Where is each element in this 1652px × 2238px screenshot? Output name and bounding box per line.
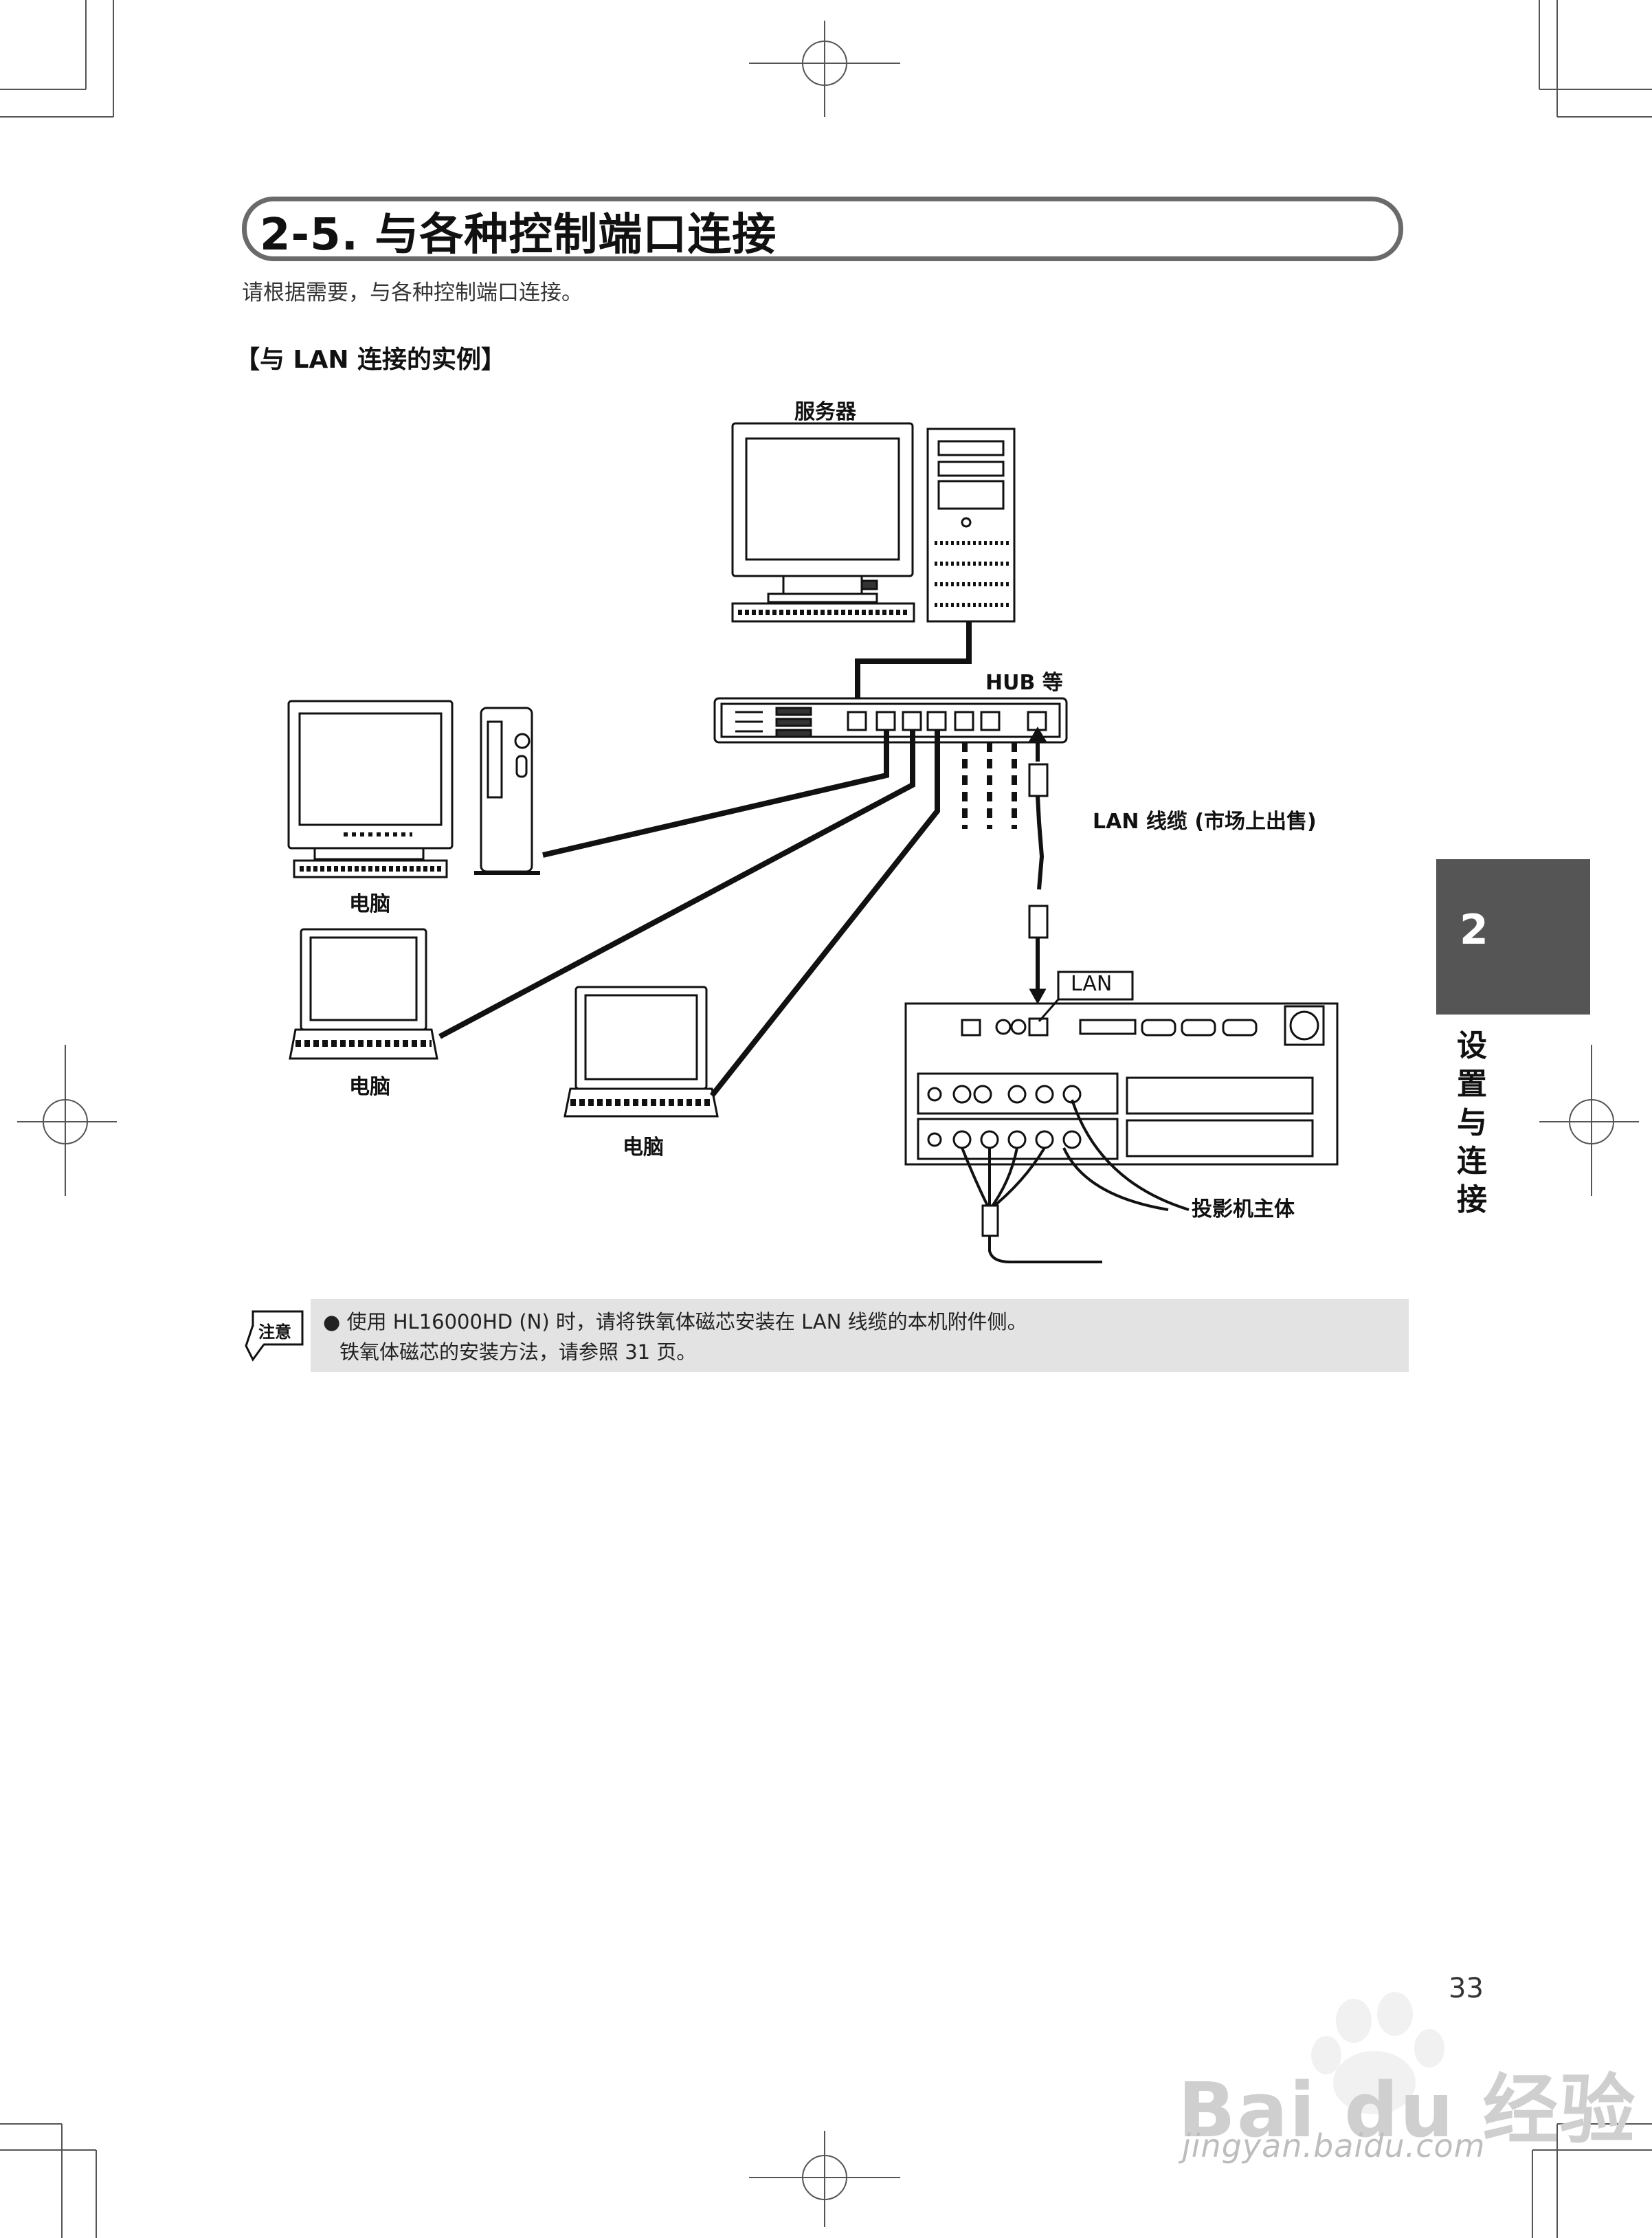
server-label: 服务器 <box>794 400 856 424</box>
laptop-2-icon <box>563 986 719 1118</box>
note-line-1: ● 使用 HL16000HD (N) 时，请将铁氧体磁芯安装在 LAN 线缆的本… <box>323 1310 1027 1333</box>
intro-text: 请根据需要，与各种控制端口连接。 <box>242 280 583 305</box>
lan-port-label: LAN <box>1071 972 1113 996</box>
note-icon-label: 注意 <box>258 1322 291 1342</box>
lan-cable-label: LAN 线缆 (市场上出售) <box>1093 810 1317 834</box>
server-keyboard-icon <box>731 602 915 623</box>
desktop-keyboard-icon <box>293 859 448 878</box>
note-line-2: 铁氧体磁芯的安装方法，请参照 31 页。 <box>339 1340 697 1364</box>
chapter-tab <box>1436 859 1590 1015</box>
baidu-paw-logo <box>1311 1992 1444 2114</box>
hub-icon <box>713 697 1068 744</box>
hub-label: HUB 等 <box>985 671 1063 695</box>
desktop-monitor-icon <box>287 700 454 861</box>
laptop-1-icon <box>289 928 438 1060</box>
server-tower-icon <box>926 428 1016 623</box>
pc-label-laptop-1: 电脑 <box>349 1075 390 1099</box>
page-number: 33 <box>1449 1973 1484 2004</box>
pc-label-desktop: 电脑 <box>349 892 390 916</box>
watermark-brand: Bai du 经验 <box>1178 2066 1637 2154</box>
pc-label-laptop-2: 电脑 <box>623 1135 664 1160</box>
note-icon <box>245 1310 304 1362</box>
projector-label: 投影机主体 <box>1192 1197 1295 1221</box>
example-heading: 【与 LAN 连接的实例】 <box>235 346 506 374</box>
lan-cable-icon <box>1027 727 1049 1005</box>
note-box <box>311 1299 1409 1372</box>
section-title: 2-5. 与各种控制端口连接 <box>260 210 777 261</box>
chapter-title: 设置与连接 <box>1457 1028 1487 1217</box>
projector-panel-icon <box>904 1002 1339 1166</box>
server-monitor-icon <box>731 422 914 603</box>
chapter-number: 2 <box>1460 906 1488 954</box>
desktop-tower-icon <box>474 707 540 875</box>
lan-port-label-box <box>1057 971 1134 1001</box>
watermark-url: jingyan.baidu.com <box>1182 2127 1486 2164</box>
section-title-frame <box>242 197 1403 261</box>
